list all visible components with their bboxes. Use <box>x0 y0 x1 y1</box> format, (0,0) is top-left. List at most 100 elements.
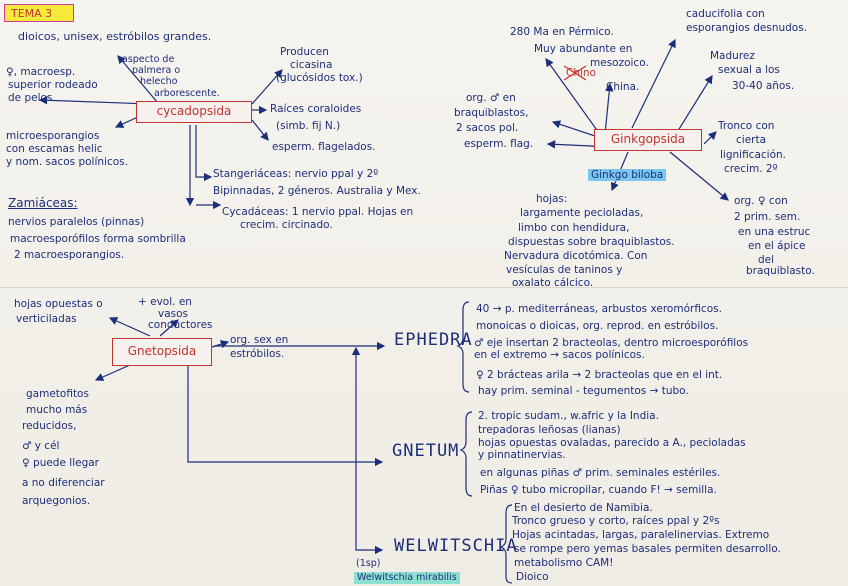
ginkgo-madurez-3: 30-40 años. <box>732 80 795 92</box>
zamiaceas-title: Zamiáceas: <box>8 196 78 210</box>
ephedra-item-3: ♂ eje insertan 2 bracteolas, dentro micr… <box>474 337 749 349</box>
ginkgo-abundante-1: Muy abundante en <box>534 43 633 55</box>
gneto-evol-2: vasos <box>158 308 189 320</box>
welwitschia-item-6: Dioico <box>516 571 549 583</box>
gnetum-item-6: Piñas ♀ tubo micropilar, cuando F! → sem… <box>480 484 717 496</box>
gnetopsida-box: Gnetopsida <box>112 338 212 366</box>
ginkgo-china-crossed: Chino <box>566 67 596 79</box>
ginkgo-hojas-2: limbo con hendidura, <box>518 222 630 234</box>
gneto-gametofitos-4: ♂ y cél <box>22 440 60 452</box>
zamiaceas-1: nervios paralelos (pinnas) <box>8 216 145 228</box>
gneto-gametofitos-5: ♀ puede llegar <box>22 457 99 469</box>
ginkgo-orgf-2: 2 prim. sem. <box>734 211 801 223</box>
zamiaceas-3: 2 macroesporangios. <box>14 249 125 261</box>
tema-tag: TEMA 3 <box>4 4 74 22</box>
ephedra-item-2: monoicas o dioicas, org. reprod. en estr… <box>476 320 719 332</box>
ginkgo-orgf-3: en una estruc <box>738 226 811 238</box>
cycad-aspecto-4: arborescente. <box>154 88 220 99</box>
cycad-aspecto-2: palmera o <box>132 65 181 76</box>
cycad-micro-2: con escamas helic <box>6 143 103 155</box>
ginkgopsida-box: Ginkgopsida <box>594 129 702 151</box>
gnetum-item-5: en algunas piñas ♂ prim. seminales estér… <box>480 467 721 479</box>
gnetum-item-4: y pinnatinervias. <box>478 449 566 461</box>
gneto-evol-1: + evol. en <box>138 296 192 308</box>
ginkgo-hojas-5: vesículas de taninos y <box>506 264 623 276</box>
welwitschia-item-4: se rompe pero yemas basales permiten des… <box>514 543 781 555</box>
gneto-orgsex-2: estróbilos. <box>230 348 285 360</box>
ephedra-item-6: hay prim. seminal - tegumentos → tubo. <box>478 385 689 397</box>
welwitschia-species: Welwitschia mirabilis <box>354 572 460 584</box>
ephedra-title: EPHEDRA <box>394 330 473 350</box>
gnetum-title: GNETUM <box>392 441 460 461</box>
ginkgo-caducifolia-2: esporangios desnudos. <box>686 22 808 34</box>
ginkgo-orgm-3: 2 sacos pol. <box>456 122 519 134</box>
ginkgo-ma-text: 280 Ma en Pérmico. <box>510 26 614 38</box>
welwitschia-item-2: Tronco grueso y corto, raíces ppal y 2ºs <box>512 515 720 527</box>
gneto-gametofitos-2: mucho más <box>26 404 88 416</box>
ginkgo-caducifolia-1: caducifolia con <box>686 8 765 20</box>
gneto-hojas-2: verticiladas <box>16 313 77 325</box>
gneto-orgsex-1: org. sex en <box>230 334 289 346</box>
page-fold <box>0 287 848 288</box>
ginkgo-tronco-2: cierta <box>736 134 767 146</box>
gneto-gametofitos-1: gametofitos <box>26 388 89 400</box>
ginkgo-madurez-1: Madurez <box>710 50 755 62</box>
ginkgo-orgf-4: en el ápice <box>748 240 806 252</box>
ginkgo-tronco-4: crecim. 2º <box>724 163 778 175</box>
cycad-raices-1: Raíces coraloides <box>270 103 362 115</box>
ephedra-item-5: ♀ 2 brácteas arila → 2 bracteolas que en… <box>476 369 723 381</box>
welwitschia-item-1: En el desierto de Namibia. <box>514 502 653 514</box>
cycad-producen-1: Producen <box>280 46 329 58</box>
ginkgo-tronco-1: Tronco con <box>718 120 775 132</box>
ginkgo-madurez-2: sexual a los <box>718 64 780 76</box>
cycad-female-1: ♀, macroesp. <box>6 66 76 78</box>
stangeriaceas-2: Bipinnadas, 2 géneros. Australia y Mex. <box>213 185 421 197</box>
ginkgo-abundante-2: mesozoico. <box>590 57 649 69</box>
cycad-female-2: superior rodeado <box>8 79 98 91</box>
gneto-gametofitos-6: a no diferenciar <box>22 477 105 489</box>
cycad-dioicos-text: dioicos, unisex, estróbilos grandes. <box>18 30 212 43</box>
stangeriaceas-1: Stangeriáceas: nervio ppal y 2º <box>213 168 379 180</box>
cycad-producen-3: (glucósidos tox.) <box>276 72 363 84</box>
gnetum-item-3: hojas opuestas ovaladas, parecido a A., … <box>478 437 746 449</box>
ginkgo-tronco-3: lignificación. <box>720 149 786 161</box>
ginkgo-orgm-4: esperm. flag. <box>464 138 534 150</box>
ginkgo-orgf-1: org. ♀ con <box>734 195 788 207</box>
gneto-hojas-1: hojas opuestas o <box>14 298 103 310</box>
gneto-evol-3: conductores <box>148 319 213 331</box>
cycadaceas-2: crecim. circinado. <box>240 219 333 231</box>
cycad-producen-2: cicasina <box>290 59 333 71</box>
welwitschia-species-prefix: (1sp) <box>356 558 381 569</box>
cycad-esperm-text: esperm. flagelados. <box>272 141 376 153</box>
cycadopsida-box: cycadopsida <box>136 101 252 123</box>
ginkgo-hojas-3: dispuestas sobre braquiblastos. <box>508 236 675 248</box>
ginkgo-orgf-5: del <box>758 254 775 266</box>
welwitschia-title: WELWITSCHIA <box>394 536 518 556</box>
ginkgo-hojas-1: largamente pecioladas, <box>520 207 644 219</box>
ginkgo-hojas-title: hojas: <box>536 193 568 205</box>
cycad-aspecto-3: helecho <box>140 76 178 87</box>
gnetum-item-1: 2. tropic sudam., w.afric y la India. <box>478 410 659 422</box>
cycad-aspecto-1: aspecto de <box>122 54 175 65</box>
ginkgo-orgf-6: braquiblasto. <box>746 265 815 277</box>
ginkgo-orgm-2: braquiblastos, <box>454 107 529 119</box>
gneto-gametofitos-7: arquegonios. <box>22 495 91 507</box>
ephedra-item-1: 40 → p. mediterráneas, arbustos xeromórf… <box>476 303 722 315</box>
ginkgo-china: China. <box>606 81 640 93</box>
welwitschia-item-3: Hojas acintadas, largas, paralelinervias… <box>512 529 770 541</box>
ginkgo-orgm-1: org. ♂ en <box>466 92 516 104</box>
cycad-micro-1: microesporangios <box>6 130 100 142</box>
ginkgo-hojas-4: Nervadura dicotómica. Con <box>504 250 648 262</box>
cycad-micro-3: y nom. sacos polínicos. <box>6 156 128 168</box>
ginkgo-species: Ginkgo biloba <box>588 169 667 181</box>
cycad-female-3: de pelos <box>8 92 53 104</box>
gneto-gametofitos-3: reducidos, <box>22 420 77 432</box>
ginkgo-hojas-6: oxalato cálcico. <box>512 277 594 289</box>
cycadaceas-1: Cycadáceas: 1 nervio ppal. Hojas en <box>222 206 414 218</box>
cycad-raices-2: (simb. fij N.) <box>276 120 341 132</box>
welwitschia-item-5: metabolismo CAM! <box>514 557 614 569</box>
zamiaceas-2: macroesporófilos forma sombrilla <box>10 233 186 245</box>
ephedra-item-4: en el extremo → sacos polínicos. <box>474 349 645 361</box>
